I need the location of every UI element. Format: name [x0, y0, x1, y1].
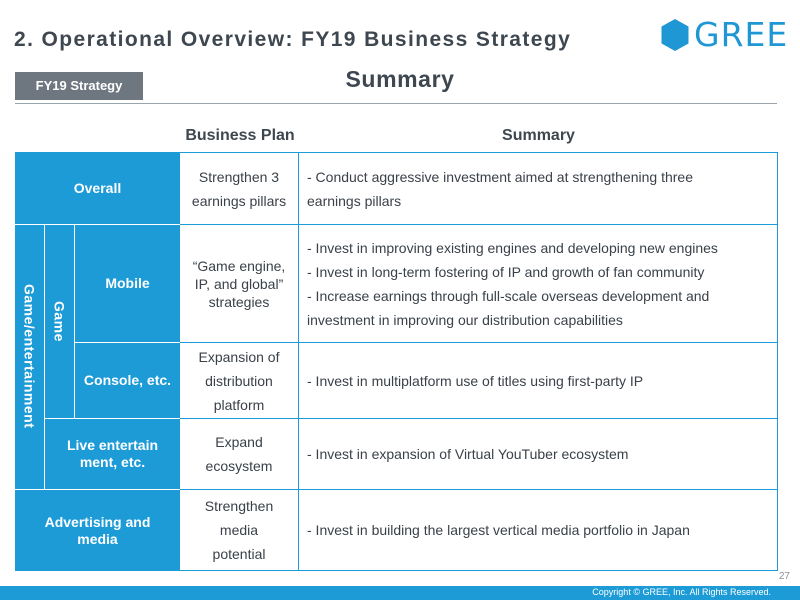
separator-line	[44, 224, 45, 489]
plan-line: platform	[213, 396, 265, 413]
plan-line: distribution	[205, 372, 273, 389]
section-subtitle: Summary	[345, 66, 455, 92]
plan-line: IP, and global”	[194, 275, 284, 292]
group-label-game-entertainment: Game/entertainment	[15, 224, 44, 489]
plan-line: Strengthen	[204, 498, 274, 514]
row-label-console: Console, etc.	[75, 342, 180, 418]
page-title: 2. Operational Overview: FY19 Business S…	[14, 28, 572, 51]
column-header-summary: Summary	[502, 127, 575, 144]
header-divider	[15, 103, 777, 104]
plan-line: strategies	[208, 293, 270, 310]
footer-bar: Copyright © GREE, Inc. All Rights Reserv…	[0, 586, 800, 600]
row-label-line: ment, etc.	[79, 453, 146, 470]
separator-line	[74, 224, 75, 418]
plan-cell-mobile: “Game engine, IP, and global” strategies	[180, 224, 299, 342]
column-header-business-plan: Business Plan	[185, 127, 295, 144]
group-label-game: Game	[45, 224, 74, 418]
hexagon-icon	[661, 19, 689, 51]
row-label-line: Advertising and	[44, 513, 151, 530]
summary-line: investment in improving our distribution…	[307, 311, 623, 328]
copyright-text: Copyright © GREE, Inc. All Rights Reserv…	[592, 587, 771, 597]
plan-cell-advertising-media: Strengthen media potential	[180, 489, 299, 570]
summary-cell-live-entertainment: - Invest in expansion of Virtual YouTube…	[299, 418, 778, 489]
plan-line: potential	[212, 546, 266, 562]
logo-text: GREE	[694, 15, 789, 54]
plan-line: ecosystem	[205, 458, 273, 474]
vertical-label-text: Game	[51, 300, 68, 342]
summary-line: - Invest in building the largest vertica…	[307, 522, 690, 538]
separator-line	[15, 489, 180, 490]
page-number: 27	[778, 571, 790, 582]
row-label-text: Console, etc.	[83, 371, 172, 388]
summary-line: - Conduct aggressive investment aimed at…	[307, 168, 693, 185]
plan-line: Strengthen 3	[198, 168, 280, 185]
summary-cell-overall: - Conduct aggressive investment aimed at…	[299, 152, 778, 224]
summary-line: - Increase earnings through full-scale o…	[307, 287, 710, 304]
summary-line: - Invest in expansion of Virtual YouTube…	[307, 446, 629, 462]
summary-line: - Invest in long-term fostering of IP an…	[307, 263, 705, 280]
row-label-live-entertainment: Live entertain ment, etc.	[45, 418, 180, 489]
summary-line: - Invest in improving existing engines a…	[307, 239, 718, 256]
vertical-label-text: Game/entertainment	[21, 284, 38, 429]
separator-line	[75, 342, 180, 343]
row-label-line: media	[77, 530, 118, 547]
plan-line: “Game engine,	[192, 257, 286, 274]
strategy-tag: FY19 Strategy	[15, 72, 143, 100]
plan-line: earnings pillars	[191, 192, 287, 209]
plan-line: Expand	[215, 434, 263, 450]
summary-cell-advertising-media: - Invest in building the largest vertica…	[299, 489, 778, 570]
row-label-line: Live entertain	[66, 436, 159, 453]
plan-cell-live-entertainment: Expand ecosystem	[180, 418, 299, 489]
summary-cell-mobile: - Invest in improving existing engines a…	[299, 224, 778, 342]
summary-cell-console: - Invest in multiplatform use of titles …	[299, 342, 778, 418]
table-bottom-border	[180, 570, 778, 571]
row-label-advertising-media: Advertising and media	[15, 490, 180, 571]
plan-cell-console: Expansion of distribution platform	[180, 342, 299, 418]
plan-line: media	[219, 522, 259, 538]
separator-line	[45, 418, 180, 419]
summary-line: earnings pillars	[307, 192, 402, 209]
plan-cell-overall: Strengthen 3 earnings pillars	[180, 152, 299, 224]
row-label-text: Mobile	[105, 274, 150, 291]
row-label-text: Overall	[73, 179, 122, 196]
separator-line	[15, 224, 180, 225]
row-label-overall: Overall	[15, 152, 180, 224]
summary-line: - Invest in multiplatform use of titles …	[307, 372, 644, 389]
row-label-mobile: Mobile	[75, 224, 180, 342]
plan-line: Expansion of	[198, 348, 280, 365]
